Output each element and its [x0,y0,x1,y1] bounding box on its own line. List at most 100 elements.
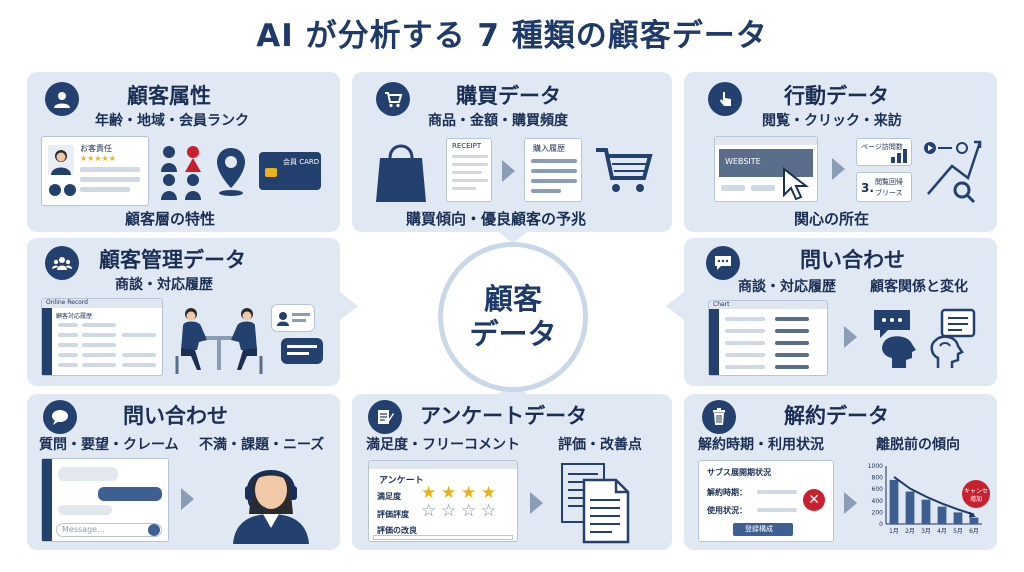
documents-icon [561,463,630,544]
chart-label: Chart [713,301,730,308]
chart-bar [953,512,963,524]
card-title: 行動データ [784,84,889,108]
cancel-x-icon: ✕ [803,489,825,511]
card-churn-data: 解約データ 解約時期・利用状況 離脱前の傾向 サブス展開期状況 解約時期： 使用… [684,394,997,550]
card-title: 購買データ [456,84,561,108]
y-tick-label: 400 [872,498,884,505]
page-views-panel: ページ訪問数 [856,138,912,166]
x-tick-label: 5月 [953,528,963,535]
survey-form-title: アンケート [379,476,424,486]
card-subtitle-1: 解約時期・利用状況 [698,437,824,453]
star-outline-icon[interactable]: ☆ [461,501,477,521]
x-tick-label: 6月 [969,528,979,535]
form-icon [368,400,402,434]
center-customer-data: 顧客 データ [438,242,588,392]
repeat-label-2: ブリース [875,189,903,197]
card-title: 解約データ [784,404,889,428]
card-behavior-data: 行動データ 閲覧・クリック・来訪 WEBSITE ページ訪問数 3. 閲覧回帰 … [684,72,997,232]
center-label-2: データ [469,317,557,351]
star-icon[interactable]: ★ [481,483,497,503]
chat-icon [706,246,740,280]
purchase-history-doc: 購入履歴 [524,138,582,202]
register-button[interactable]: 登録構成 [733,523,793,536]
arrow-right-icon [502,160,515,182]
card-purchase-data: 購買データ 商品・金額・購買頻度 RECEIPT 購入履歴 購買傾向・優良顧客の… [352,72,672,232]
churn-date-label: 解約時期： [707,488,747,497]
document-head-icon [930,308,976,368]
send-icon[interactable] [148,524,160,536]
card-subtitle: 商談・対応履歴 [115,277,213,293]
rating-stars: ★★★★★ [80,154,116,163]
card-inquiry-right: 問い合わせ 商談・対応履歴 顧客関係と変化 Chart [684,238,997,386]
center-label-1: 顧客 [483,282,542,317]
card-title: 顧客管理データ [99,248,246,272]
card-title: アンケートデータ [420,404,588,428]
y-tick-label: 0 [879,521,883,528]
card-subtitle-2: 離脱前の傾向 [876,437,960,453]
history-label: 購入履歴 [533,144,565,153]
shopping-cart-icon [596,148,653,192]
panel-title: サブス展開期状況 [707,468,771,477]
star-outline-icon[interactable]: ☆ [481,501,497,521]
badge-label: 増加 [970,495,982,503]
repeat-label: 閲覧回帰 [875,178,903,186]
message-input[interactable]: Message... [62,525,105,534]
trend-line [893,476,975,516]
page-views-label: ページ訪問数 [861,143,903,151]
shopping-bag-icon [376,144,426,202]
connector-arrow [340,292,358,320]
thinking-head-icon [874,310,916,368]
star-outline-icon[interactable]: ☆ [441,501,457,521]
receipt: RECEIPT [446,138,492,202]
chat-bubble-profile-icon [271,304,315,332]
member-card-label: 会員 CARD [283,158,320,166]
star-outline-icon[interactable]: ☆ [421,501,437,521]
cancel-increase-badge [962,480,990,508]
star-icon[interactable]: ★ [421,483,437,503]
connector-arrow [666,292,684,320]
card-survey-data: アンケートデータ 満足度・フリーコメント 評価・改善点 アンケート 満足度 評価… [352,394,672,550]
profile-card: お客責任 ★★★★★ [41,136,149,206]
card-footer: 顧客層の特性 [125,210,216,228]
card-title: 問い合わせ [123,404,228,428]
record-sublabel: 顧客対応履歴 [56,313,93,320]
y-tick-label: 800 [872,475,884,482]
x-tick-label: 4月 [937,528,947,535]
card-subtitle-2: 不満・課題・ニーズ [199,437,325,453]
card-title: 顧客属性 [127,84,211,108]
card-subtitle: 年齢・地域・会員ランク [95,113,249,129]
chat-bubble-icon [281,338,323,364]
map-pin-icon [217,148,245,196]
online-record-panel: Online Record 顧客対応履歴 [41,298,163,376]
card-subtitle-2: 評価・改善点 [558,437,642,453]
star-icon[interactable]: ★ [441,483,457,503]
survey-form: アンケート 満足度 評価評度 評価の改良 ★ ★ ★ ★ ☆ ☆ ☆ ☆ [368,460,518,542]
card-subtitle-1: 満足度・フリーコメント [366,437,520,453]
star-icon[interactable]: ★ [461,483,477,503]
survey-row-improvement: 評価の改良 [377,526,417,535]
chart-dashboard-panel: Chart [708,300,828,376]
arrow-right-icon [844,492,857,514]
meeting-illustration [175,308,263,374]
people-icon [161,146,201,200]
y-tick-label: 1000 [868,463,883,470]
user-icon [45,82,79,116]
card-title: 問い合わせ [800,248,905,272]
chart-bar [969,517,979,524]
card-customer-management: 顧客管理データ 商談・対応履歴 Online Record 顧客対応履歴 [27,238,340,386]
badge-label: キャンセ [964,488,988,495]
trash-icon [702,400,736,434]
support-agent-icon [233,470,309,544]
pointer-icon [708,82,742,116]
card-subtitle-1: 商談・対応履歴 [738,279,836,295]
card-subtitle: 閲覧・クリック・来訪 [762,113,902,129]
avatar [48,145,74,175]
chart-bar [937,506,947,524]
survey-row-satisfaction: 満足度 [377,492,401,501]
connector-arrow [499,232,527,244]
arrow-right-icon [832,158,845,180]
card-subtitle-1: 質問・要望・クレーム [39,437,179,453]
survey-row-rating: 評価評度 [377,510,409,519]
member-card: 会員 CARD [259,152,321,190]
